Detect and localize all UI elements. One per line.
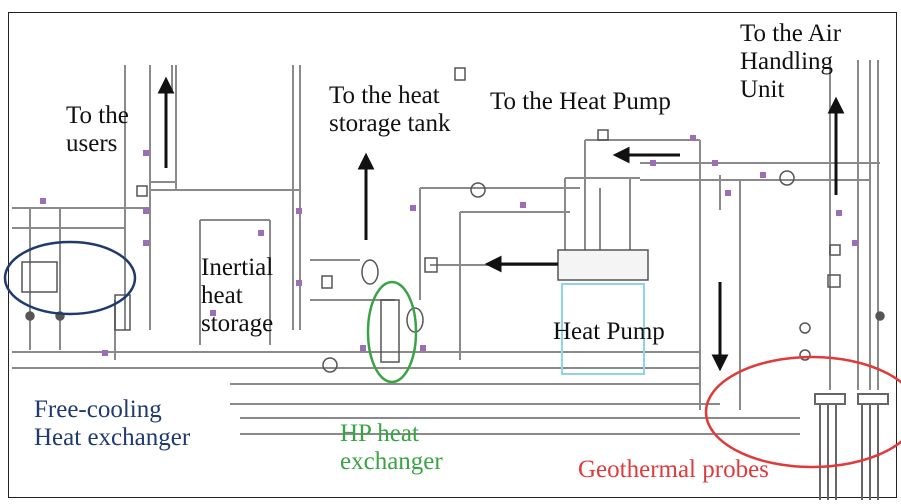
free-cooling-heat-exchanger-label: Free-cooling Heat exchanger: [34, 396, 191, 451]
to-air-handling-unit-label: To the Air Handling Unit: [740, 20, 842, 103]
hp-heat-exchanger-label: HP heat exchanger: [340, 420, 443, 475]
diagram-frame: [8, 12, 897, 498]
geothermal-highlight: [704, 355, 901, 469]
flow-arrows: [157, 76, 845, 372]
geothermal-probes-label: Geothermal probes: [578, 456, 769, 483]
to-users-label: To the users: [66, 102, 129, 157]
heat-pump-box: [561, 283, 645, 375]
inertial-heat-storage-label: Inertial heat storage: [201, 254, 274, 337]
to-heat-pump-label: To the Heat Pump: [490, 88, 671, 115]
hp-exchanger-highlight: [366, 280, 418, 384]
free-cooling-highlight: [3, 240, 137, 316]
probe-columns: [814, 393, 889, 500]
to-heat-storage-tank-label: To the heat storage tank: [329, 82, 451, 137]
equipment: [21, 67, 885, 375]
valve-tags: [40, 135, 858, 356]
heat-pump-label: Heat Pump: [553, 318, 665, 345]
